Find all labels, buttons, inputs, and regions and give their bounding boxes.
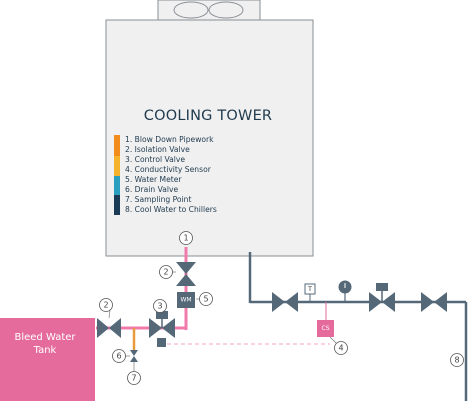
blow-down-pipework (96, 247, 188, 330)
fan-icon (173, 1, 244, 19)
control-valve (149, 311, 175, 338)
callout-2-left: 2 (99, 298, 113, 312)
legend-swatch-3 (114, 156, 120, 165)
cooling-tower-body (105, 19, 314, 257)
callout-leaders (108, 271, 338, 371)
callout-3: 3 (153, 299, 167, 313)
callout-7: 7 (127, 371, 141, 385)
fan-housing (157, 0, 261, 21)
svg-text:2: 2 (103, 301, 108, 310)
legend-item: 7. Sampling Point (125, 195, 191, 204)
svg-text:T: T (307, 285, 312, 293)
legend-item: 4. Conductivity Sensor (125, 165, 212, 174)
svg-text:5: 5 (203, 295, 208, 304)
svg-text:1: 1 (183, 234, 188, 243)
grey-valve-2 (421, 292, 447, 312)
legend-item: 6. Drain Valve (125, 185, 178, 194)
signal-box (157, 338, 166, 347)
svg-text:CS: CS (322, 325, 330, 332)
drain-valve (130, 350, 138, 362)
conductivity-sensor: CS (317, 302, 334, 337)
legend-swatch-4 (114, 165, 120, 176)
legend: 1. Blow Down Pipework 2. Isolation Valve… (114, 135, 217, 215)
grey-valve-1 (272, 292, 298, 312)
svg-text:7: 7 (131, 374, 136, 383)
grey-control-valve (369, 283, 395, 312)
cool-water-pipe (248, 252, 468, 401)
cooling-tower-title: COOLING TOWER (144, 108, 272, 124)
svg-text:2: 2 (163, 268, 168, 277)
legend-swatch-2 (114, 148, 120, 156)
svg-text:4: 4 (338, 344, 343, 353)
legend-swatch-6 (114, 195, 120, 215)
svg-text:Tank: Tank (33, 345, 57, 356)
svg-text:6: 6 (116, 352, 121, 361)
isolation-valve-left (97, 318, 121, 338)
legend-item: 5. Water Meter (125, 175, 182, 184)
callout-6: 6 (112, 349, 126, 363)
water-meter: WM (177, 292, 195, 308)
callout-8: 8 (450, 353, 464, 367)
callout-1: 1 (179, 231, 193, 245)
callout-2-top: 2 (159, 265, 173, 279)
svg-text:WM: WM (180, 297, 191, 304)
legend-item: 8. Cool Water to Chillers (125, 205, 217, 214)
svg-text:3: 3 (157, 302, 162, 311)
legend-swatch-1 (114, 135, 120, 148)
legend-item: 2. Isolation Valve (125, 145, 190, 154)
callout-4: 4 (334, 341, 348, 355)
bleed-water-tank: Bleed Water Tank (0, 318, 95, 401)
isolation-valve-top (176, 262, 196, 286)
legend-item: 3. Control Valve (125, 155, 185, 164)
svg-text:8: 8 (454, 356, 459, 365)
temperature-gauge: T (304, 283, 316, 302)
svg-text:Bleed Water: Bleed Water (14, 332, 76, 343)
pressure-gauge-icon (338, 280, 352, 302)
callout-5: 5 (199, 292, 213, 306)
legend-swatch-5 (114, 176, 120, 195)
legend-item: 1. Blow Down Pipework (125, 135, 214, 144)
